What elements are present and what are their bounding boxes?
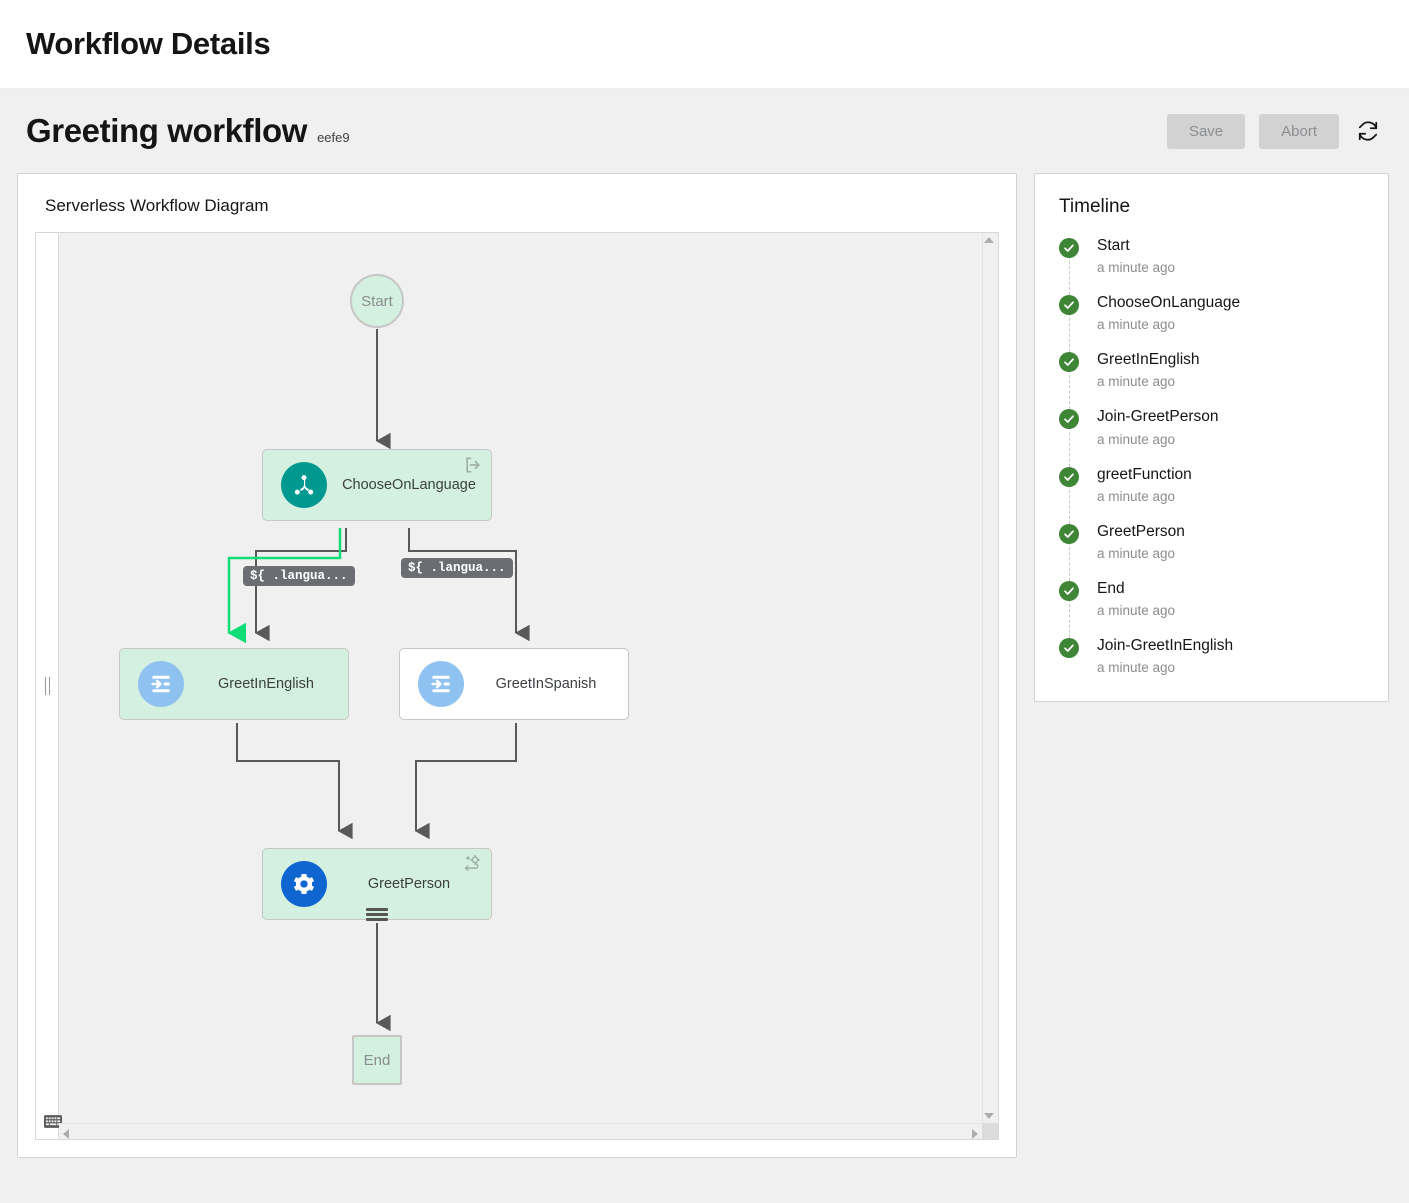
timeline-item-time: a minute ago: [1097, 488, 1176, 504]
timeline-item-label: Join-GreetInEnglish: [1097, 636, 1234, 654]
main-content: Serverless Workflow Diagram: [0, 173, 1409, 1158]
timeline-title: Timeline: [1059, 196, 1131, 217]
success-check-icon: [1059, 523, 1079, 544]
timeline-item[interactable]: Join-GreetInEnglish a minute ago: [1059, 636, 1364, 675]
timeline-item-label: Start: [1097, 237, 1130, 254]
node-start-label: Start: [361, 292, 393, 310]
timeline-item-time: a minute ago: [1097, 317, 1176, 333]
service-call-icon: [463, 854, 483, 874]
node-end[interactable]: End: [352, 1035, 402, 1085]
edge-label-english: ${ .langua...: [243, 566, 355, 586]
header-actions: Save Abort: [1166, 113, 1383, 149]
branch-fork-icon: [281, 462, 327, 508]
abort-button[interactable]: Abort: [1259, 113, 1339, 149]
app-topbar: Workflow Details: [0, 0, 1409, 89]
canvas-horizontal-scrollbar[interactable]: [59, 1123, 982, 1139]
timeline-item-time: a minute ago: [1097, 431, 1176, 447]
node-greet-in-english[interactable]: GreetInEnglish: [119, 648, 349, 720]
success-check-icon: [1059, 409, 1079, 430]
timeline-item-label: End: [1097, 579, 1125, 597]
node-choose-on-language-label: ChooseOnLanguage: [342, 476, 476, 493]
gear-icon: [281, 861, 327, 907]
timeline-item[interactable]: ChooseOnLanguage a minute ago: [1059, 293, 1364, 353]
timeline-item-label: GreetPerson: [1097, 522, 1185, 540]
timeline-item[interactable]: Start a minute ago: [1059, 236, 1364, 296]
node-greet-person-label: GreetPerson: [367, 875, 451, 892]
timeline-item-time: a minute ago: [1097, 602, 1176, 618]
success-check-icon: [1059, 580, 1079, 601]
canvas-vertical-scrollbar[interactable]: [982, 233, 998, 1123]
node-end-label: End: [363, 1051, 391, 1069]
node-greet-person[interactable]: GreetPerson: [262, 848, 492, 923]
diagram-canvas-container[interactable]: Start ChooseOnLanguage: [35, 232, 999, 1140]
node-menu-handle[interactable]: [366, 906, 388, 923]
timeline-item[interactable]: End a minute ago: [1059, 579, 1364, 639]
success-check-icon: [1059, 352, 1079, 373]
page-title: Workflow Details: [26, 26, 271, 61]
timeline-panel: Timeline Start a minute ago ChooseOnLang…: [1034, 173, 1389, 703]
inject-data-icon: [138, 661, 184, 707]
scroll-right-icon[interactable]: [972, 1129, 978, 1139]
success-check-icon: [1059, 238, 1079, 258]
workflow-header: Greeting workflow eefe9 Save Abort: [0, 89, 1409, 173]
refresh-icon[interactable]: [1353, 116, 1383, 146]
keyboard-shortcuts-icon[interactable]: [44, 1115, 62, 1133]
timeline-item-time: a minute ago: [1097, 374, 1176, 390]
diagram-edges: [227, 329, 530, 1032]
scrollbar-corner: [982, 1123, 998, 1139]
success-check-icon: [1059, 295, 1079, 316]
inject-data-icon: [418, 661, 464, 707]
timeline-item-label: Join-GreetPerson: [1097, 408, 1219, 426]
scroll-up-icon[interactable]: [984, 237, 994, 243]
timeline-item-time: a minute ago: [1097, 660, 1176, 676]
timeline-item[interactable]: GreetPerson a minute ago: [1059, 522, 1364, 581]
timeline-item-time: a minute ago: [1097, 260, 1176, 276]
timeline-item[interactable]: greetFunction a minute ago: [1059, 465, 1364, 524]
timeline-item[interactable]: Join-GreetPerson a minute ago: [1059, 407, 1364, 467]
workflow-name: Greeting workflow: [26, 112, 308, 149]
node-greet-in-spanish[interactable]: GreetInSpanish: [399, 648, 629, 720]
node-start[interactable]: Start: [350, 274, 404, 328]
timeline-list: Start a minute ago ChooseOnLanguage a mi…: [1059, 236, 1364, 675]
diagram-panel: Serverless Workflow Diagram: [17, 173, 1017, 1158]
scroll-down-icon[interactable]: [984, 1113, 994, 1119]
diagram-panel-title: Serverless Workflow Diagram: [45, 196, 269, 215]
success-check-icon: [1059, 466, 1079, 487]
node-greet-in-spanish-label: GreetInSpanish: [495, 675, 597, 692]
workflow-id: eefe9: [317, 130, 350, 145]
diagram-canvas[interactable]: Start ChooseOnLanguage: [59, 233, 982, 1123]
workflow-title-wrap: Greeting workflow eefe9: [26, 112, 350, 150]
timeline-item[interactable]: GreetInEnglish a minute ago: [1059, 350, 1364, 410]
success-check-icon: [1059, 637, 1079, 658]
edge-label-spanish: ${ .langua...: [401, 558, 513, 578]
scroll-left-icon[interactable]: [63, 1129, 69, 1139]
timeline-item-label: GreetInEnglish: [1097, 351, 1200, 369]
node-choose-on-language[interactable]: ChooseOnLanguage: [262, 449, 492, 521]
timeline-item-label: ChooseOnLanguage: [1097, 294, 1241, 312]
timeline-item-label: greetFunction: [1097, 465, 1192, 483]
timeline-item-time: a minute ago: [1097, 545, 1176, 561]
node-greet-in-english-label: GreetInEnglish: [218, 675, 314, 692]
save-button[interactable]: Save: [1166, 113, 1246, 149]
exit-arrow-icon: [463, 455, 483, 475]
panel-resize-handle[interactable]: [36, 233, 59, 1139]
